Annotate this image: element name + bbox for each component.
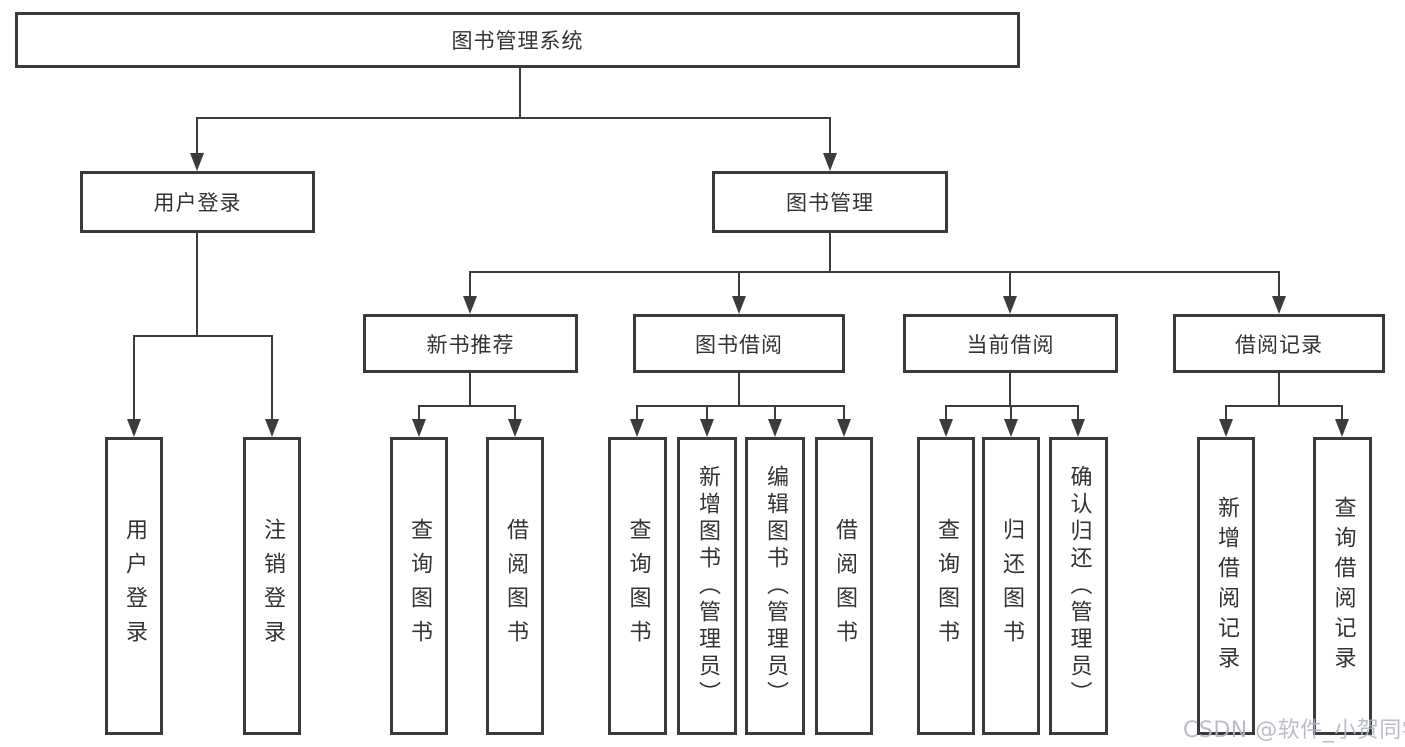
arrow-stem xyxy=(843,405,845,424)
node-book-borrow: 图书借阅 xyxy=(633,314,845,373)
node-label: 图书管理 xyxy=(786,191,874,215)
arrow-head-icon xyxy=(1272,296,1286,314)
node-label: 借阅记录 xyxy=(1235,332,1323,357)
node-label: 编辑图书（管理员） xyxy=(763,464,788,708)
arrow-stem xyxy=(418,405,420,424)
node-leaf-confirm-return: 确认归还（管理员） xyxy=(1049,437,1108,735)
node-leaf-query-books-2: 查询图书 xyxy=(608,437,667,735)
node-label: 新增借阅记录 xyxy=(1214,496,1239,676)
arrow-stem xyxy=(706,405,708,424)
arrow-head-icon xyxy=(1071,419,1085,437)
arrow-head-icon xyxy=(265,419,279,437)
arrow-stem xyxy=(196,117,198,158)
arrow-stem xyxy=(1010,405,1012,424)
node-root: 图书管理系统 xyxy=(15,12,1020,68)
arrow-head-icon xyxy=(1335,419,1349,437)
node-user-login: 用户登录 xyxy=(80,171,315,233)
connector-line xyxy=(1225,405,1343,407)
arrow-stem xyxy=(636,405,638,424)
node-label: 注销登录 xyxy=(260,518,285,654)
arrow-stem xyxy=(1278,271,1280,301)
node-label: 查询图书 xyxy=(934,518,959,654)
connector-line xyxy=(945,405,1079,407)
arrow-stem xyxy=(774,405,776,424)
node-label: 查询图书 xyxy=(625,518,651,654)
arrow-stem xyxy=(829,117,831,158)
node-borrow-records: 借阅记录 xyxy=(1173,314,1385,373)
connector-line xyxy=(418,405,516,407)
node-leaf-query-books-3: 查询图书 xyxy=(917,437,975,735)
node-label: 确认归还（管理员） xyxy=(1066,464,1092,708)
arrow-head-icon xyxy=(768,419,782,437)
node-leaf-logout: 注销登录 xyxy=(243,437,301,735)
connector-line xyxy=(469,372,471,407)
node-leaf-add-record: 新增借阅记录 xyxy=(1197,437,1255,735)
node-leaf-query-record: 查询借阅记录 xyxy=(1313,437,1372,735)
arrow-head-icon xyxy=(127,419,141,437)
arrow-stem xyxy=(1225,405,1227,424)
arrow-head-icon xyxy=(412,419,426,437)
arrow-stem xyxy=(1009,271,1011,301)
node-leaf-borrow-books-2: 借阅图书 xyxy=(815,437,873,735)
arrow-head-icon xyxy=(630,419,644,437)
arrow-head-icon xyxy=(1219,419,1233,437)
arrow-head-icon xyxy=(837,419,851,437)
node-label: 新增图书（管理员） xyxy=(695,464,720,708)
node-book-mgmt: 图书管理 xyxy=(712,171,948,233)
node-label: 用户登录 xyxy=(122,518,147,654)
connector-line xyxy=(196,232,198,337)
arrow-stem xyxy=(945,405,947,424)
arrow-head-icon xyxy=(1004,419,1018,437)
arrow-head-icon xyxy=(732,296,746,314)
arrow-head-icon xyxy=(463,296,477,314)
node-label: 查询借阅记录 xyxy=(1330,496,1356,676)
node-label: 归还图书 xyxy=(999,518,1024,654)
connector-line xyxy=(133,335,273,337)
arrow-stem xyxy=(1341,405,1343,424)
node-label: 图书管理系统 xyxy=(451,29,584,53)
arrow-stem xyxy=(271,335,273,424)
arrow-head-icon xyxy=(190,153,204,171)
arrow-stem xyxy=(133,335,135,424)
connector-line xyxy=(1009,372,1011,407)
node-leaf-query-books-1: 查询图书 xyxy=(390,437,448,735)
node-leaf-return-books: 归还图书 xyxy=(982,437,1040,735)
csdn-watermark: CSDN @软件_小贺同学 xyxy=(1183,718,1405,743)
arrow-stem xyxy=(738,271,740,301)
connector-line xyxy=(1278,372,1280,407)
arrow-head-icon xyxy=(700,419,714,437)
node-leaf-user-login: 用户登录 xyxy=(105,437,163,735)
node-label: 图书借阅 xyxy=(695,332,783,357)
node-label: 当前借阅 xyxy=(966,332,1055,357)
connector-line xyxy=(196,117,831,119)
arrow-stem xyxy=(514,405,516,424)
arrow-stem xyxy=(1077,405,1079,424)
node-leaf-add-books: 新增图书（管理员） xyxy=(677,437,737,735)
connector-line xyxy=(469,271,1280,273)
node-leaf-borrow-books-1: 借阅图书 xyxy=(486,437,544,735)
node-label: 借阅图书 xyxy=(832,518,857,654)
node-label: 借阅图书 xyxy=(503,518,528,654)
node-new-book-rec: 新书推荐 xyxy=(363,314,578,373)
arrow-stem xyxy=(469,271,471,301)
arrow-head-icon xyxy=(1003,296,1017,314)
node-label: 新书推荐 xyxy=(426,332,515,357)
connector-line xyxy=(519,67,521,119)
connector-line xyxy=(738,372,740,407)
connector-line xyxy=(829,232,831,273)
arrow-head-icon xyxy=(823,153,837,171)
node-current-borrow: 当前借阅 xyxy=(903,314,1118,373)
node-label: 用户登录 xyxy=(153,191,242,215)
arrow-head-icon xyxy=(508,419,522,437)
node-label: 查询图书 xyxy=(407,518,432,654)
connector-line xyxy=(636,405,845,407)
node-leaf-edit-books: 编辑图书（管理员） xyxy=(745,437,805,735)
arrow-head-icon xyxy=(939,419,953,437)
